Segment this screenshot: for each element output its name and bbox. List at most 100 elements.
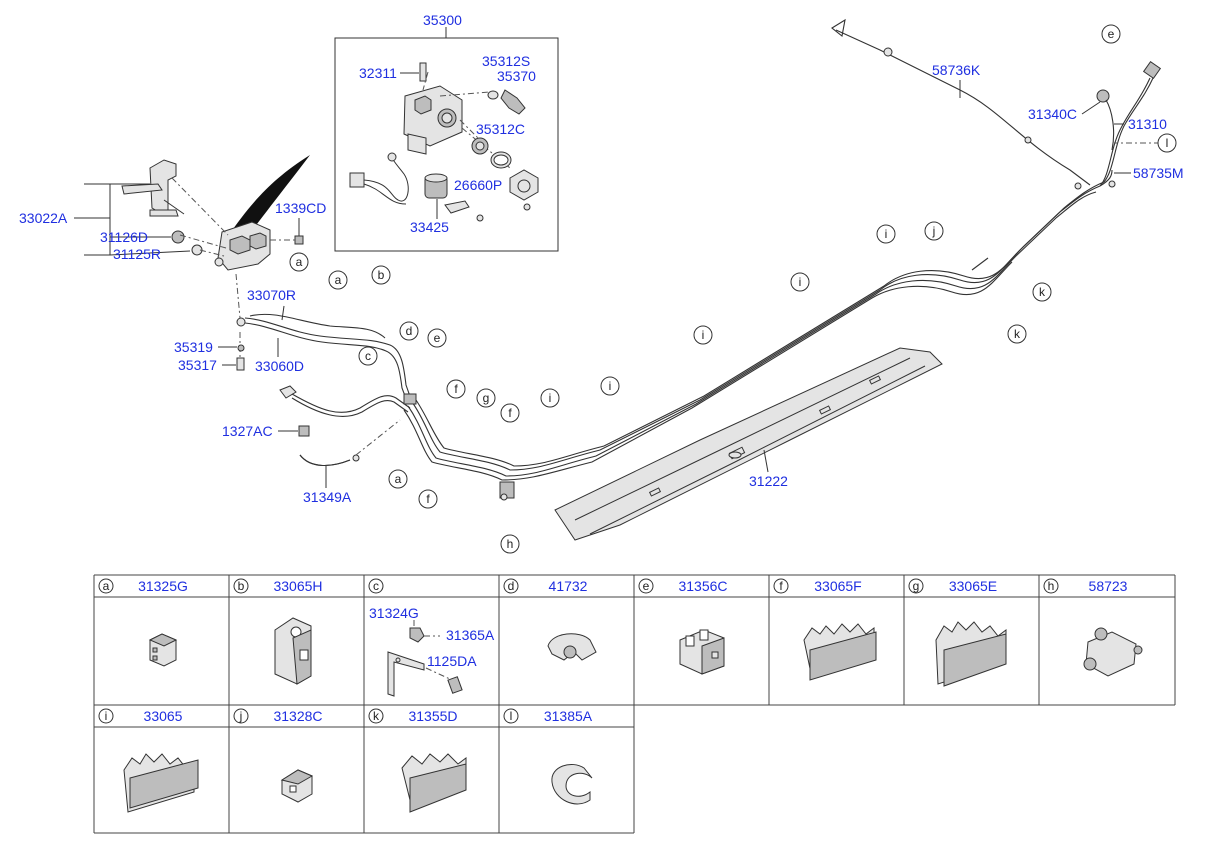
legend-part-number[interactable]: 31385A — [544, 708, 593, 724]
legend-letter: c — [373, 579, 379, 593]
label-31365a[interactable]: 31365A — [446, 627, 495, 643]
marker-letter: i — [702, 328, 705, 342]
marker-d[interactable]: d — [399, 321, 419, 341]
label-35312c[interactable]: 35312C — [476, 121, 525, 137]
label-31340c[interactable]: 31340C — [1028, 106, 1077, 122]
marker-i[interactable]: i — [790, 272, 810, 292]
marker-i[interactable]: i — [600, 376, 620, 396]
label-32311[interactable]: 32311 — [359, 65, 397, 81]
label-31324g[interactable]: 31324G — [369, 605, 419, 621]
label-1339cd[interactable]: 1339CD — [275, 200, 326, 216]
bracket-flange — [279, 385, 297, 399]
nut-1339cd — [294, 235, 304, 245]
label-33022a[interactable]: 33022A — [19, 210, 68, 226]
label-35312s[interactable]: 35312S — [482, 53, 530, 69]
clamp-33065h — [274, 617, 312, 685]
legend-cell-header: b 33065H — [233, 578, 323, 594]
marker-i[interactable]: i — [693, 325, 713, 345]
marker-letter: i — [799, 275, 802, 289]
marker-a[interactable]: a — [289, 252, 309, 272]
frame-31222: 31222 — [554, 347, 943, 541]
marker-letter: a — [335, 273, 342, 287]
marker-circle — [358, 346, 378, 366]
connector-end — [1142, 60, 1162, 80]
marker-c[interactable]: c — [358, 346, 378, 366]
clip-31385a — [551, 764, 593, 805]
block-58723 — [1083, 627, 1143, 677]
label-31126d[interactable]: 31126D — [100, 229, 148, 245]
marker-circle — [500, 534, 520, 554]
marker-circle — [876, 224, 896, 244]
marker-e[interactable]: e — [1101, 24, 1121, 44]
marker-letter: a — [296, 255, 303, 269]
assembly-label[interactable]: 35300 — [423, 12, 462, 28]
label-58735m[interactable]: 58735M — [1133, 165, 1184, 181]
legend-letter-circle — [503, 578, 519, 594]
label-31310[interactable]: 31310 — [1128, 116, 1167, 132]
label-31222[interactable]: 31222 — [749, 473, 788, 489]
marker-circle — [500, 403, 520, 423]
label-33060d[interactable]: 33060D — [255, 358, 304, 374]
marker-a[interactable]: a — [328, 270, 348, 290]
label-31125r[interactable]: 31125R — [113, 246, 161, 262]
label-33070r[interactable]: 33070R — [247, 287, 296, 303]
marker-circle — [371, 265, 391, 285]
legend-part-number[interactable]: 33065E — [949, 578, 997, 594]
marker-i[interactable]: i — [876, 224, 896, 244]
legend-part-number[interactable]: 33065H — [273, 578, 322, 594]
label-35317[interactable]: 35317 — [178, 357, 217, 373]
legend-part-number[interactable]: 33065 — [144, 708, 183, 724]
marker-e[interactable]: e — [427, 328, 447, 348]
clamp-31355d — [401, 753, 467, 813]
marker-f[interactable]: f — [446, 379, 466, 399]
legend-part-number[interactable]: 31325G — [138, 578, 188, 594]
marker-b[interactable]: b — [371, 265, 391, 285]
marker-j[interactable]: j — [924, 221, 944, 241]
marker-i[interactable]: i — [540, 388, 560, 408]
legend-letter: e — [643, 579, 650, 593]
legend-part-number[interactable]: 41732 — [549, 578, 588, 594]
label-31349a[interactable]: 31349A — [303, 489, 352, 505]
label-1327ac[interactable]: 1327AC — [222, 423, 273, 439]
legend-letter-circle — [638, 578, 654, 594]
o-ring-35312s — [487, 90, 499, 100]
marker-k[interactable]: k — [1032, 282, 1052, 302]
legend-letter: d — [508, 579, 515, 593]
legend-letter-circle — [368, 578, 384, 594]
legend-part-number[interactable]: 31355D — [408, 708, 457, 724]
legend-letter: b — [238, 579, 245, 593]
legend-part-number[interactable]: 31328C — [273, 708, 322, 724]
label-26660p[interactable]: 26660P — [454, 177, 502, 193]
marker-l[interactable]: l — [1157, 133, 1177, 153]
marker-h[interactable]: h — [500, 534, 520, 554]
marker-a[interactable]: a — [388, 469, 408, 489]
marker-f[interactable]: f — [418, 489, 438, 509]
legend-part-number[interactable]: 31356C — [678, 578, 727, 594]
label-35319[interactable]: 35319 — [174, 339, 213, 355]
legend-letter-circle — [98, 578, 114, 594]
marker-circle — [289, 252, 309, 272]
legend-part-number[interactable]: 33065F — [814, 578, 861, 594]
marker-f[interactable]: f — [500, 403, 520, 423]
label-33425[interactable]: 33425 — [410, 219, 449, 235]
connector-plug — [349, 172, 365, 188]
marker-letter: i — [885, 227, 888, 241]
label-58736k[interactable]: 58736K — [932, 62, 981, 78]
label-35370[interactable]: 35370 — [497, 68, 536, 84]
label-1125da[interactable]: 1125DA — [427, 653, 477, 669]
connector-31340c — [1096, 89, 1110, 103]
legend-letter-circle — [233, 578, 249, 594]
valve-35370 — [500, 89, 526, 115]
marker-letter: c — [365, 349, 371, 363]
marker-circle — [924, 221, 944, 241]
marker-g[interactable]: g — [476, 388, 496, 408]
marker-circle — [1101, 24, 1121, 44]
marker-k[interactable]: k — [1007, 324, 1027, 344]
legend-letter-circle — [98, 708, 114, 724]
legend-letter-circle — [503, 708, 519, 724]
clamp-31356c — [679, 629, 725, 675]
clamp-33065f — [803, 623, 877, 681]
legend-part-number[interactable]: 58723 — [1089, 578, 1128, 594]
legend-letter-circle — [368, 708, 384, 724]
